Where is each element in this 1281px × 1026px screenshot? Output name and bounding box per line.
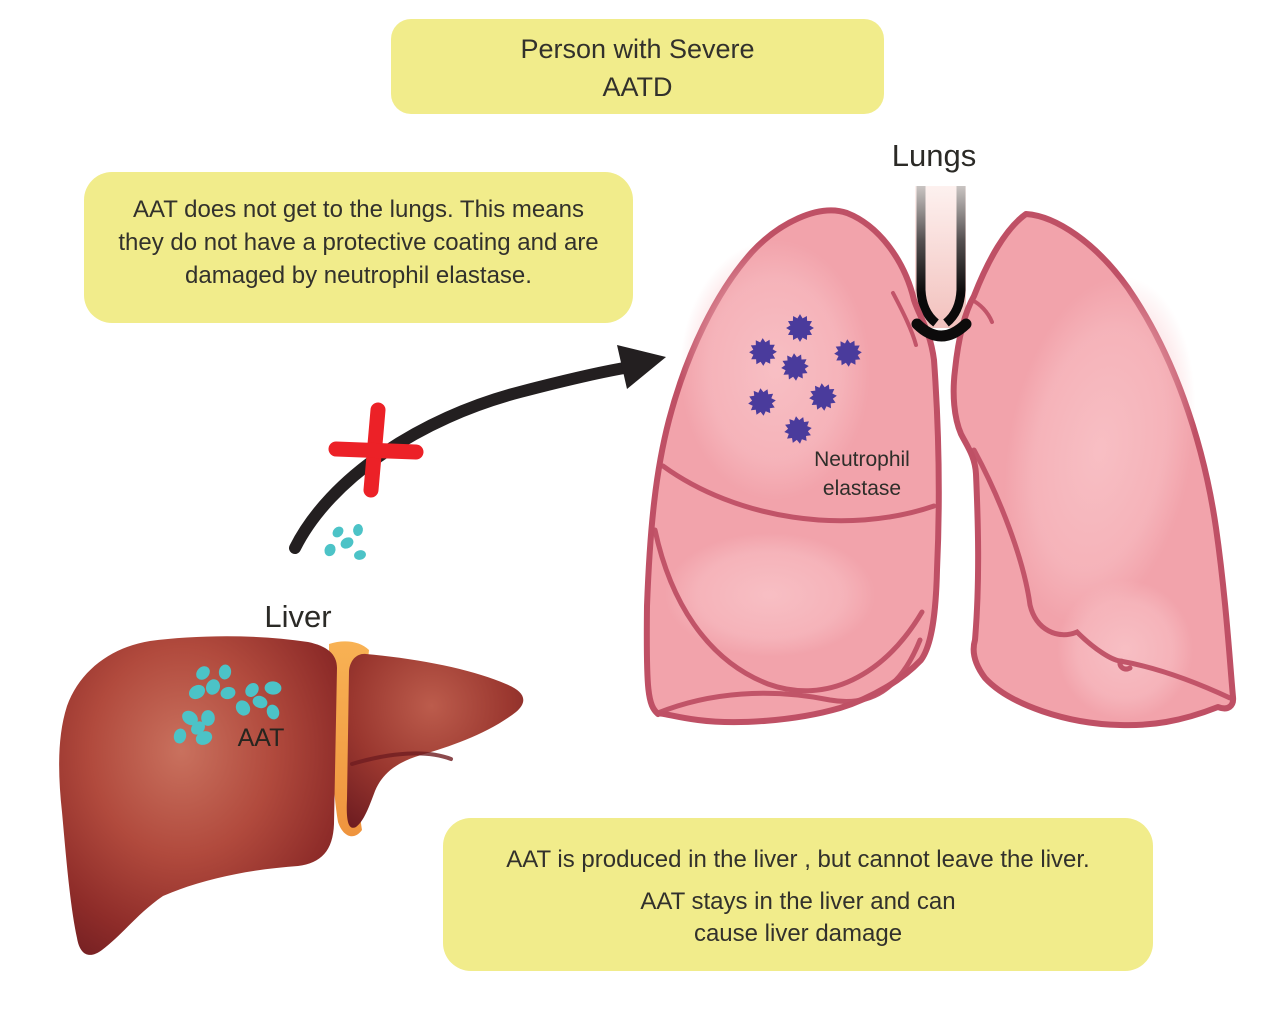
title-line: AATD: [602, 72, 673, 102]
lungs-note-box: AAT does not get to the lungs. This mean…: [84, 172, 633, 323]
aat-dots-escaping: [324, 524, 366, 560]
lungs-note-line: they do not have a protective coating an…: [118, 229, 599, 256]
lungs-note-line: damaged by neutrophil elastase.: [185, 262, 532, 289]
neutrophil-elastase-dots: [748, 314, 862, 444]
title-box: Person with Severe AATD: [391, 19, 884, 114]
aat-dots-liver: [173, 664, 282, 745]
liver-note-line: AAT is produced in the liver , but canno…: [506, 846, 1090, 873]
liver-note-box: AAT is produced in the liver , but canno…: [443, 818, 1153, 971]
blocked-arrow: [289, 345, 666, 560]
right-lung: [950, 211, 1237, 729]
trachea: [915, 186, 966, 328]
lungs-note-line: AAT does not get to the lungs. This mean…: [133, 196, 584, 223]
neutrophil-elastase-label: Neutrophil elastase: [814, 448, 910, 500]
liver-label: Liver: [264, 599, 332, 634]
red-cross-icon: [328, 402, 424, 498]
lungs-illustration: [643, 186, 1237, 729]
liver-left-lobe: [59, 636, 338, 955]
title-line: Person with Severe: [520, 34, 755, 64]
liver-note-line: AAT stays in the liver and can: [640, 888, 956, 915]
liver-note-line: cause liver damage: [693, 920, 903, 947]
aat-label: AAT: [237, 724, 285, 752]
lungs-label: Lungs: [891, 138, 977, 173]
liver-illustration: [59, 636, 524, 955]
liver-right-lobe: [346, 653, 524, 828]
left-lung: [643, 207, 942, 726]
carina: [911, 318, 972, 342]
